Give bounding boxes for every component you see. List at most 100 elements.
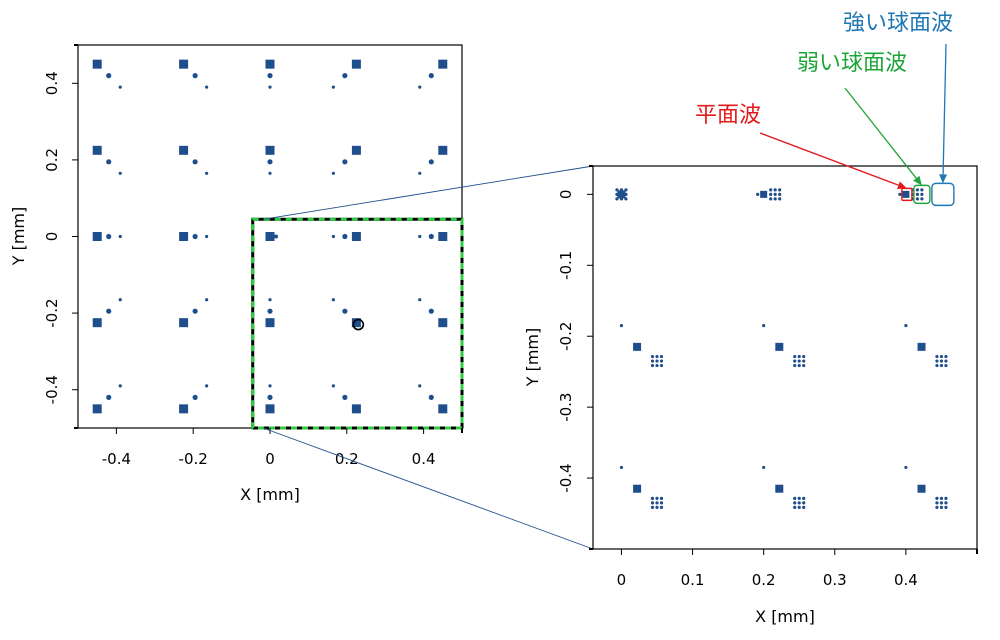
strong-wave-spot	[920, 197, 924, 201]
spot-small	[118, 298, 122, 302]
annotation-strong-spherical-wave: 強い球面波	[843, 11, 953, 36]
spot-medium	[342, 308, 348, 314]
strong-wave-spot	[624, 192, 628, 196]
left-x-tick-label: -0.2	[179, 450, 208, 468]
weak-wave-spot	[633, 342, 642, 351]
strong-wave-spot	[935, 359, 939, 363]
strong-wave-spot	[920, 188, 924, 192]
spot-small	[205, 171, 209, 175]
spot-small	[268, 234, 272, 239]
spot-medium	[106, 159, 112, 165]
left-x-tick-label: 0.4	[412, 450, 436, 468]
plane-wave-spot	[898, 192, 902, 196]
spot-medium	[106, 394, 112, 400]
spot-medium	[106, 308, 112, 314]
spot-small	[205, 85, 209, 89]
spot-medium	[192, 233, 198, 240]
annotation-arrow-weak	[844, 87, 917, 179]
strong-wave-spot	[659, 501, 664, 505]
annotation-arrow-plane	[759, 132, 899, 186]
annotation-arrow-strong	[942, 43, 947, 175]
weak-wave-spot	[902, 190, 910, 198]
weak-wave-spot	[775, 342, 784, 351]
spot-main	[265, 59, 275, 69]
strong-wave-spot	[939, 505, 944, 509]
strong-wave-spot	[624, 197, 628, 201]
strong-wave-spot	[797, 501, 801, 505]
strong-wave-spot	[797, 363, 801, 368]
annotation-group: 強い球面波 弱い球面波 平面波	[695, 11, 953, 189]
spot-main	[265, 318, 275, 328]
weak-wave-spot	[775, 484, 784, 493]
left-x-tick-label: -0.4	[102, 450, 131, 468]
spot-small	[331, 384, 335, 388]
annotation-weak-spherical-wave: 弱い球面波	[797, 51, 907, 76]
strong-wave-spot	[659, 505, 664, 509]
strong-wave-spot	[802, 363, 806, 368]
spot-main	[351, 59, 361, 69]
strong-wave-spot	[655, 363, 659, 368]
spot-main	[92, 318, 102, 328]
spot-main	[438, 145, 448, 155]
strong-wave-spot	[655, 496, 659, 500]
plane-wave-spot	[619, 323, 624, 328]
spot-main	[438, 404, 448, 414]
left-y-tick-label: -0.2	[43, 298, 61, 327]
highlight-point-circle	[352, 318, 365, 331]
spot-medium	[428, 73, 434, 79]
plane-wave-spot	[904, 465, 908, 470]
strong-wave-spot	[769, 197, 773, 201]
spot-small	[118, 384, 122, 388]
strong-wave-spot	[793, 363, 797, 368]
strong-wave-spot	[802, 505, 806, 509]
right-y-tick-label: -0.2	[557, 322, 575, 351]
spot-main	[438, 318, 448, 328]
strong-wave-spot	[655, 501, 659, 505]
right-y-tick-label: -0.1	[557, 251, 575, 280]
right-plot-frame	[592, 165, 978, 550]
strong-wave-spot	[650, 363, 655, 368]
strong-wave-spot	[944, 354, 948, 359]
spot-medium	[342, 73, 348, 79]
strong-wave-spot	[773, 197, 777, 201]
strong-wave-spot	[935, 363, 939, 368]
strong-wave-spot	[944, 359, 948, 363]
plane-wave-spot	[756, 192, 760, 196]
spot-medium	[192, 159, 198, 165]
strong-wave-spot	[655, 359, 659, 363]
strong-wave-spot	[939, 363, 944, 368]
strong-wave-spot	[773, 192, 777, 196]
spot-main	[438, 232, 448, 241]
spot-medium	[267, 73, 273, 79]
right-x-axis-label: X [mm]	[755, 607, 815, 626]
strong-wave-spot	[769, 188, 773, 192]
strong-wave-spot	[769, 192, 773, 196]
strong-wave-spot	[778, 192, 782, 196]
strong-wave-spot	[915, 188, 919, 192]
left-y-tick-label: -0.4	[43, 375, 61, 404]
spot-medium	[267, 308, 273, 314]
strong-wave-spot	[659, 363, 664, 368]
strong-wave-spot	[802, 359, 806, 363]
spot-small	[205, 234, 209, 239]
strong-wave-spot	[650, 359, 655, 363]
right-y-axis-label: Y [mm]	[523, 328, 542, 388]
strong-wave-spot	[650, 505, 655, 509]
right-y-tick-label: -0.4	[557, 463, 575, 492]
weak-wave-spot	[760, 190, 768, 198]
strong-wave-spot	[944, 363, 948, 368]
right-panel: 0 0.1 0.2 0.3 0.4 0 -0.1 -0.2 -0.3 -0.4 …	[523, 165, 978, 626]
spot-small	[274, 234, 278, 239]
right-x-tick-label: 0.2	[752, 571, 776, 589]
spot-small	[418, 85, 422, 89]
strong-wave-spot	[793, 505, 797, 509]
strong-wave-spot	[935, 501, 939, 505]
spot-small	[118, 234, 122, 239]
strong-wave-spot	[935, 505, 939, 509]
strong-wave-spot	[797, 354, 801, 359]
annotation-arrowhead-weak	[913, 175, 922, 186]
annotation-arrowhead-strong	[939, 174, 948, 184]
spot-small	[205, 298, 209, 302]
spot-main	[438, 59, 448, 69]
strong-wave-spot	[619, 188, 624, 192]
